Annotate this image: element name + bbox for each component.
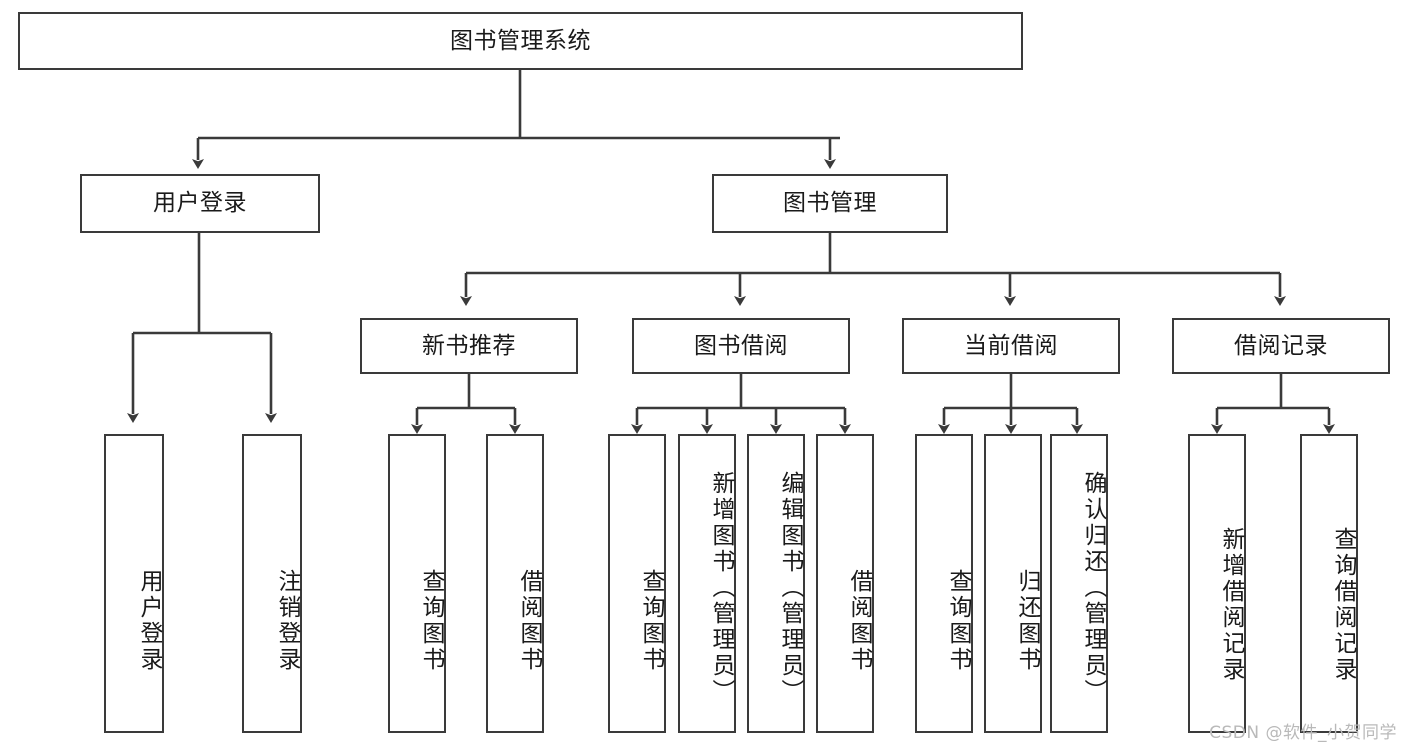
leaf-query-book-2-label: 查询图书 xyxy=(638,569,664,673)
leaf-confirm-return-label: 确认归还（管理员） xyxy=(1080,470,1106,705)
node-new-book-recommend-label: 新书推荐 xyxy=(422,332,516,359)
leaf-add-record-label: 新增借阅记录 xyxy=(1218,526,1244,683)
leaf-query-book-3[interactable]: 查询图书 xyxy=(915,434,973,733)
leaf-borrow-book-2-label: 借阅图书 xyxy=(846,569,872,673)
leaf-query-record[interactable]: 查询借阅记录 xyxy=(1300,434,1358,733)
node-current-borrow-label: 当前借阅 xyxy=(964,332,1058,359)
leaf-add-book-label: 新增图书（管理员） xyxy=(708,470,734,705)
leaf-edit-book[interactable]: 编辑图书（管理员） xyxy=(747,434,805,733)
leaf-return-book-label: 归还图书 xyxy=(1014,569,1040,673)
node-borrow-record[interactable]: 借阅记录 xyxy=(1172,318,1390,374)
leaf-query-book-1-label: 查询图书 xyxy=(418,569,444,673)
node-new-book-recommend[interactable]: 新书推荐 xyxy=(360,318,578,374)
node-book-borrow[interactable]: 图书借阅 xyxy=(632,318,850,374)
watermark-text: CSDN @软件_小贺同学 xyxy=(1209,723,1397,743)
leaf-query-book-3-label: 查询图书 xyxy=(945,569,971,673)
node-user-login-label: 用户登录 xyxy=(153,190,247,217)
node-borrow-record-label: 借阅记录 xyxy=(1234,332,1328,359)
node-book-management-label: 图书管理 xyxy=(783,190,877,217)
leaf-user-login-label: 用户登录 xyxy=(136,569,162,673)
leaf-edit-book-label: 编辑图书（管理员） xyxy=(777,470,803,705)
leaf-add-book[interactable]: 新增图书（管理员） xyxy=(678,434,736,733)
leaf-borrow-book-1-label: 借阅图书 xyxy=(516,569,542,673)
leaf-user-login[interactable]: 用户登录 xyxy=(104,434,164,733)
node-book-borrow-label: 图书借阅 xyxy=(694,332,788,359)
leaf-borrow-book-1[interactable]: 借阅图书 xyxy=(486,434,544,733)
leaf-query-book-1[interactable]: 查询图书 xyxy=(388,434,446,733)
leaf-borrow-book-2[interactable]: 借阅图书 xyxy=(816,434,874,733)
node-root[interactable]: 图书管理系统 xyxy=(18,12,1023,70)
leaf-return-book[interactable]: 归还图书 xyxy=(984,434,1042,733)
node-user-login[interactable]: 用户登录 xyxy=(80,174,320,233)
node-book-management[interactable]: 图书管理 xyxy=(712,174,948,233)
node-root-label: 图书管理系统 xyxy=(450,27,591,54)
leaf-confirm-return[interactable]: 确认归还（管理员） xyxy=(1050,434,1108,733)
leaf-add-record[interactable]: 新增借阅记录 xyxy=(1188,434,1246,733)
leaf-logout-label: 注销登录 xyxy=(274,569,300,673)
leaf-query-book-2[interactable]: 查询图书 xyxy=(608,434,666,733)
node-current-borrow[interactable]: 当前借阅 xyxy=(902,318,1120,374)
leaf-query-record-label: 查询借阅记录 xyxy=(1330,526,1356,683)
leaf-logout[interactable]: 注销登录 xyxy=(242,434,302,733)
